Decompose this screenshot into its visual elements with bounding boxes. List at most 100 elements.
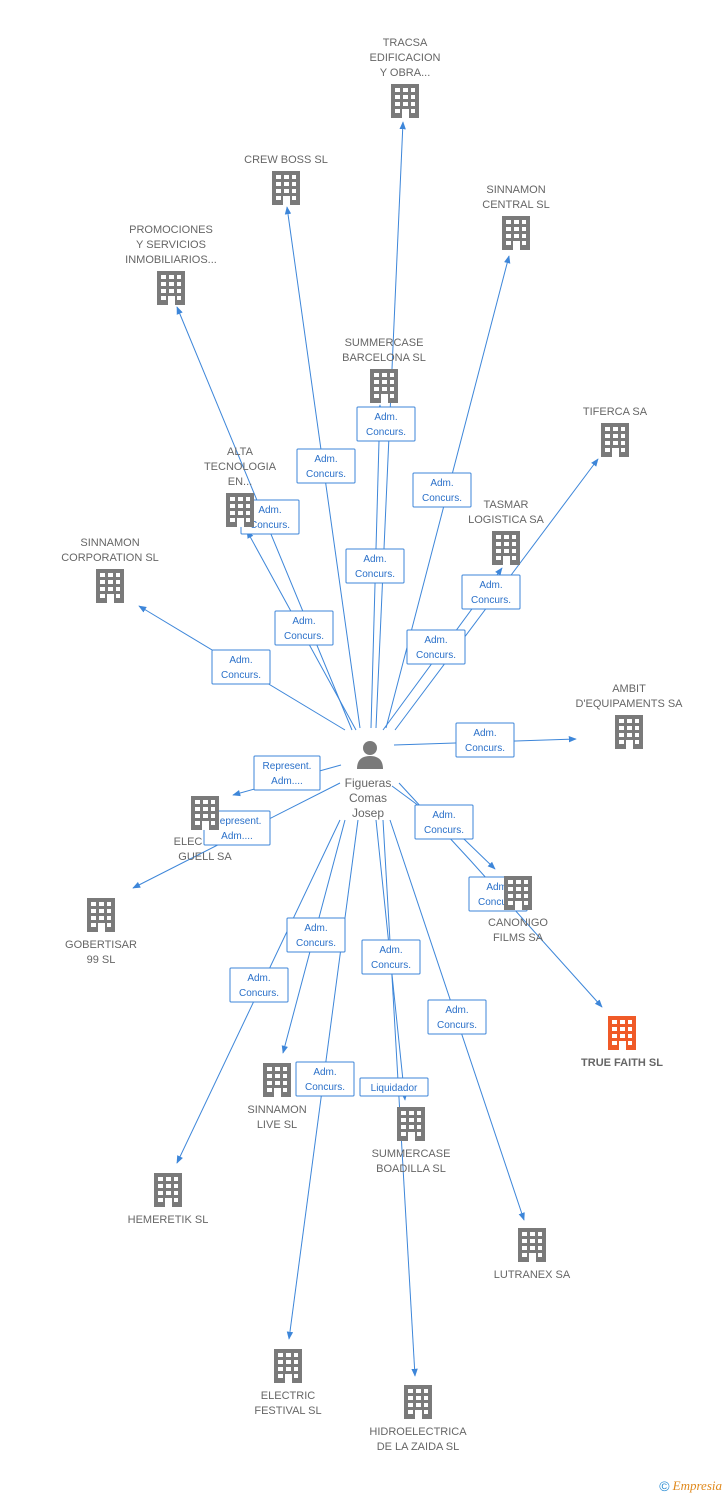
company-label: SINNAMON — [247, 1104, 306, 1116]
company-label: AMBIT — [612, 683, 646, 695]
company-node-summercase_boadilla[interactable]: SUMMERCASE BOADILLA SL — [372, 1107, 451, 1175]
edge-label-text: Adm. — [229, 655, 252, 666]
edge-label-sinnamon_central[interactable]: Adm.Concurs. — [412, 472, 472, 508]
building-icon — [263, 1063, 291, 1097]
edge-label-text: Adm. — [292, 616, 315, 627]
edge-label-tracsa[interactable]: Adm. Concurs. — [356, 406, 416, 442]
edge-label-lutranex[interactable]: Adm.Concurs. — [427, 999, 487, 1035]
edge-label-text: Adm. — [424, 635, 447, 646]
company-node-tiferca[interactable]: TIFERCA SA — [583, 406, 648, 457]
edge-label-box — [211, 649, 271, 685]
building-icon — [504, 876, 532, 910]
edge-label-crewboss[interactable]: Adm.Concurs. — [296, 448, 356, 484]
edge-label-box — [455, 722, 515, 758]
edge-label-tiferca[interactable]: Adm.Concurs. — [461, 574, 521, 610]
company-node-summercase_bcn[interactable]: SUMMERCASE BARCELONA SL — [342, 337, 426, 403]
company-label: TRACSA — [383, 37, 428, 49]
company-label: ELECTRIC — [261, 1390, 315, 1402]
company-label: FILMS SA — [493, 932, 544, 944]
company-node-lutranex[interactable]: LUTRANEX SA — [494, 1228, 571, 1281]
edge-label-summercase_bcn[interactable]: Adm.Concurs. — [345, 548, 405, 584]
edge-label-text: Concurs. — [366, 427, 406, 438]
edge-label-electric_festival[interactable]: Adm.Concurs. — [295, 1061, 355, 1097]
edge-label-canonigo[interactable]: Adm.Concurs. — [414, 804, 474, 840]
building-icon — [397, 1107, 425, 1141]
company-label: EN... — [228, 476, 252, 488]
edge-label-text: Concurs. — [422, 493, 462, 504]
brand-logo[interactable]: Empresia — [672, 1478, 722, 1493]
edge-label-text: Concurs. — [471, 595, 511, 606]
edge-label-text: Adm. — [379, 945, 402, 956]
edge-label-text: Adm. — [314, 454, 337, 465]
edge-canonigo — [391, 785, 496, 870]
company-label: LUTRANEX SA — [494, 1269, 571, 1281]
edge-label-ambit[interactable]: Adm.Concurs. — [455, 722, 515, 758]
edge-label-text: Adm. — [473, 728, 496, 739]
company-label: SUMMERCASE — [372, 1148, 451, 1160]
company-node-crewboss[interactable]: CREW BOSS SL — [244, 154, 328, 205]
edge-label-text: Concurs. — [296, 938, 336, 949]
edge-label-alta[interactable]: Adm.Concurs. — [274, 610, 334, 646]
company-label: BARCELONA SL — [342, 352, 426, 364]
edge-label-gobertisar[interactable]: Represent. Adm.... — [203, 810, 271, 846]
company-label: TASMAR — [483, 499, 528, 511]
building-icon — [157, 271, 185, 305]
edge-label-box — [406, 629, 466, 665]
company-node-true_faith[interactable]: TRUE FAITH SL — [581, 1016, 663, 1069]
edge-label-promociones[interactable]: Adm.Concurs. — [240, 499, 300, 535]
company-node-gobertisar[interactable]: GOBERTISAR 99 SL — [65, 898, 137, 966]
edge-label-text: Adm. — [374, 412, 397, 423]
company-node-hemeretik[interactable]: HEMERETIK SL — [128, 1173, 209, 1226]
building-icon — [154, 1173, 182, 1207]
building-icon — [226, 493, 254, 527]
edge-label-text: Adm. — [258, 505, 281, 516]
edge-label-box — [461, 574, 521, 610]
edge-label-summercase_boadilla[interactable]: Adm.Concurs. — [361, 939, 421, 975]
edge-label-sinnamon_corp[interactable]: Adm.Concurs. — [211, 649, 271, 685]
edge-label-text: Adm. — [247, 973, 270, 984]
edge-label-tasmar[interactable]: Adm.Concurs. — [406, 629, 466, 665]
edge-label-box — [361, 939, 421, 975]
person-label-line: Figueras — [345, 776, 392, 790]
company-label: SUMMERCASE — [345, 337, 424, 349]
edge-label-text: Adm.... — [221, 831, 253, 842]
edge-label-sinnamon_live[interactable]: Adm.Concurs. — [286, 917, 346, 953]
edge-label-elec_guell[interactable]: Represent.Adm.... — [253, 755, 321, 791]
company-label: 99 SL — [87, 954, 116, 966]
building-icon — [391, 84, 419, 118]
company-label: FESTIVAL SL — [254, 1405, 321, 1417]
edge-label-text: Concurs. — [305, 1082, 345, 1093]
edge-label-hemeretik[interactable]: Adm.Concurs. — [229, 967, 289, 1003]
edge-label-text: Liquidador — [371, 1083, 418, 1094]
person-label-line: Josep — [352, 806, 384, 820]
company-node-alta[interactable]: ALTATECNOLOGIAEN... — [204, 446, 277, 527]
company-node-electric_festival[interactable]: ELECTRIC FESTIVAL SL — [254, 1349, 322, 1417]
edge-label-box — [359, 1077, 429, 1097]
building-icon — [404, 1385, 432, 1419]
edge-label-hidroelectrica[interactable]: Liquidador — [359, 1077, 429, 1097]
company-label: GOBERTISAR — [65, 939, 137, 951]
edge-label-text: Represent. — [213, 816, 262, 827]
person-label-line: Comas — [349, 791, 387, 805]
edge-label-box — [345, 548, 405, 584]
building-icon — [615, 715, 643, 749]
building-icon — [502, 216, 530, 250]
edge-label-text: Concurs. — [437, 1020, 477, 1031]
company-label: BOADILLA SL — [376, 1163, 446, 1175]
company-label: TECNOLOGIA — [204, 461, 277, 473]
company-label: CREW BOSS SL — [244, 154, 328, 166]
person-icon — [357, 741, 383, 769]
